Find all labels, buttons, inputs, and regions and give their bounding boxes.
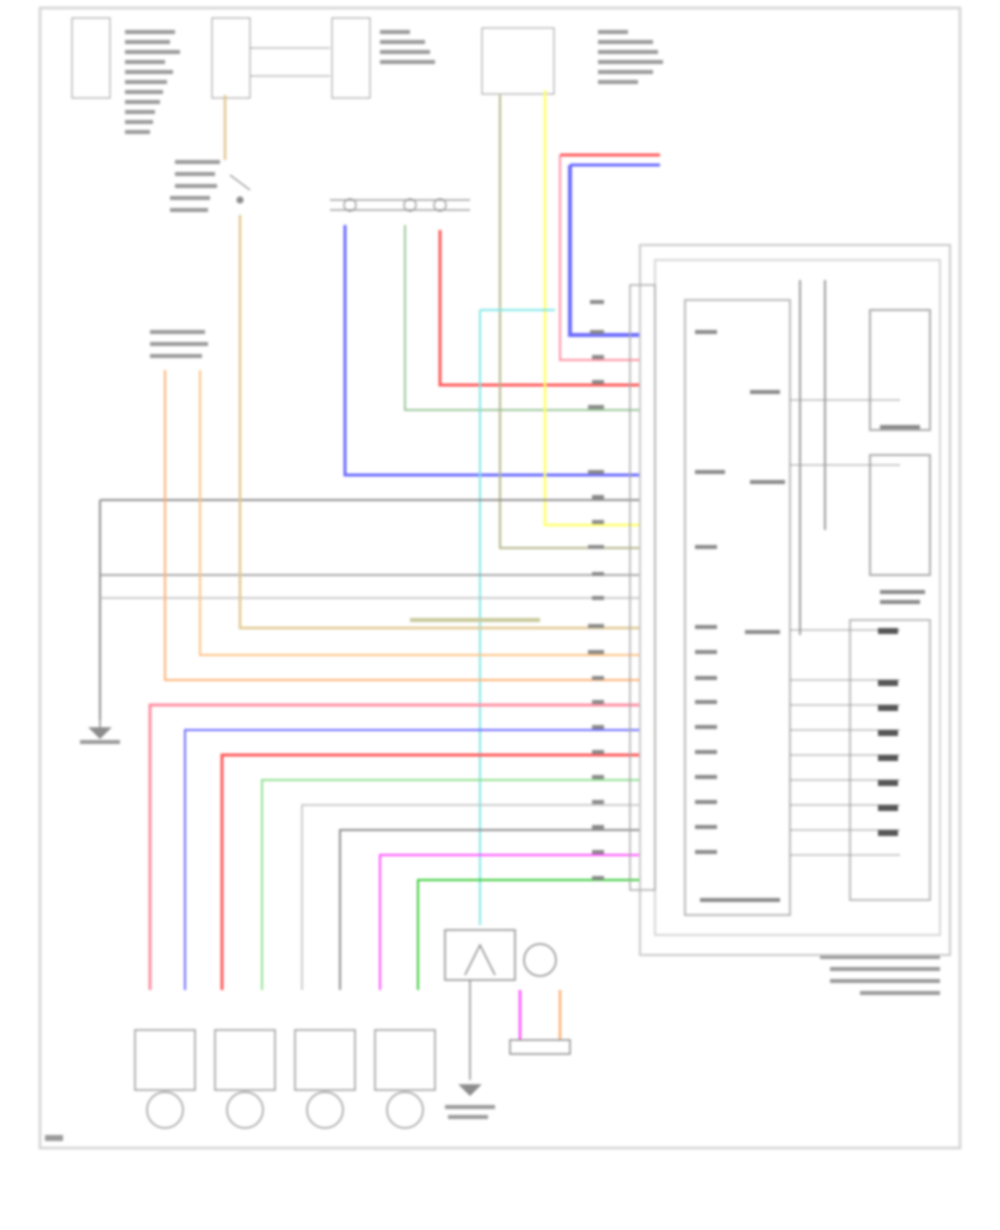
diagram-frame [38, 6, 962, 1150]
unit-pin-lines [790, 399, 900, 856]
control-unit [629, 244, 951, 956]
unit-pin-blocks [878, 628, 898, 836]
wires [99, 90, 660, 990]
brake-switch [444, 929, 571, 1097]
ground-symbol [88, 720, 112, 740]
pin-number-marks [588, 300, 925, 902]
fuse-label-marks [80, 30, 940, 1119]
top-fuse-blocks [71, 17, 555, 99]
wheel-sensors [134, 1029, 436, 1129]
relay-block [229, 174, 470, 212]
footer-mark [45, 1135, 63, 1141]
